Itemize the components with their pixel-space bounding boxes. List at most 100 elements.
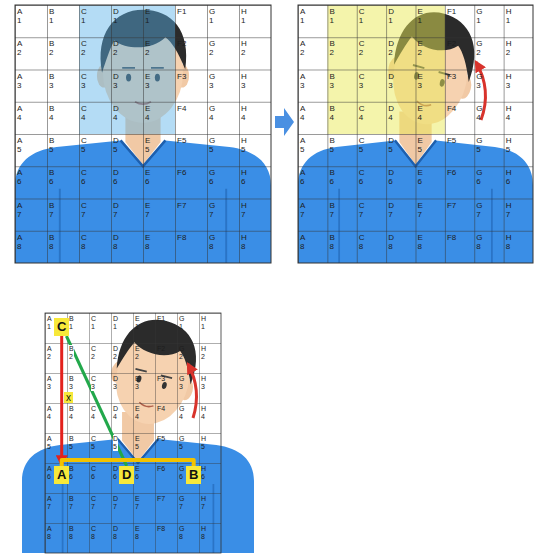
grid-cell-label: H 1 — [241, 7, 247, 25]
grid-cell-label: E 5 — [135, 435, 140, 451]
grid-cell-label: F2 — [447, 39, 456, 48]
grid-cell-label: D 7 — [113, 495, 118, 511]
grid-cell-label: H 7 — [201, 495, 206, 511]
grid-cell-label: H 6 — [506, 168, 512, 186]
grid-cell-label: D 3 — [113, 375, 118, 391]
grid-cell-label: A 8 — [300, 233, 305, 251]
grid-cell-label: H 3 — [506, 72, 512, 90]
grid-cell-label: G 5 — [476, 136, 482, 154]
grid-cell-label: G 8 — [476, 233, 482, 251]
grid-cell-label: E 6 — [418, 168, 423, 186]
grid-cell-label: B 6 — [69, 465, 74, 481]
grid-cell-label: E 5 — [145, 136, 150, 154]
grid-cell-label: F7 — [177, 201, 186, 210]
grid-cell-label: F6 — [447, 168, 456, 177]
grid-cell-label: E 4 — [418, 104, 423, 122]
grid-cell-label: D 3 — [388, 72, 394, 90]
grid-cell-label: B 8 — [329, 233, 334, 251]
grid-cell-label: F6 — [157, 465, 165, 473]
grid-border — [298, 5, 533, 263]
grid-cell-label: C 7 — [81, 201, 87, 219]
grid-cell-label: H 4 — [241, 104, 247, 122]
grid-cell-label: H 4 — [506, 104, 512, 122]
grid-cell-label: F1 — [157, 315, 165, 323]
point-letter: B — [189, 467, 198, 482]
grid-cell-label: A 2 — [47, 345, 51, 361]
grid-cell-label: C 8 — [359, 233, 365, 251]
grid-cell-label: F5 — [447, 136, 456, 145]
grid-cell-label: H 3 — [201, 375, 206, 391]
grid-cell-label: B 7 — [49, 201, 54, 219]
grid-cell-label: E 3 — [418, 72, 423, 90]
grid-cell-label: H 6 — [241, 168, 247, 186]
grid-cell-label: C 3 — [359, 72, 365, 90]
grid-cell-label: F3 — [177, 72, 186, 81]
grid-cell-label: F5 — [157, 435, 165, 443]
grid-cell-label: A 1 — [47, 315, 51, 331]
grid-cell-label: E 2 — [418, 39, 423, 57]
grid-cell-label: G 3 — [179, 375, 184, 391]
grid-cell-label: F4 — [177, 104, 186, 113]
grid-cell-label: H 8 — [241, 233, 247, 251]
grid-cell-label: E 6 — [135, 465, 140, 481]
grid-cell-label: E 4 — [145, 104, 150, 122]
grid-cell-label: A 8 — [17, 233, 22, 251]
grid-cell-label: A 7 — [300, 201, 305, 219]
grid-cell-label: G 3 — [209, 72, 215, 90]
grid-cell-label: E 6 — [145, 168, 150, 186]
grid-cell-label: C 5 — [359, 136, 365, 154]
grid-cell-label: C 3 — [81, 72, 87, 90]
grid-cell-label: A 6 — [17, 168, 22, 186]
grid-cell-label: G 6 — [179, 465, 184, 481]
grid-cell-label: E 3 — [145, 72, 150, 90]
grid-cell-label: H 8 — [506, 233, 512, 251]
grid-cell-label: B 8 — [49, 233, 54, 251]
grid-cell-label: A 2 — [300, 39, 305, 57]
grid-cell-label: C 2 — [91, 345, 96, 361]
grid-cell-label: H 2 — [506, 39, 512, 57]
step-arrow — [275, 108, 294, 136]
point-marker: A — [54, 466, 69, 484]
grid-cell-label: H 5 — [506, 136, 512, 154]
point-letter: A — [57, 467, 66, 482]
grid-cell-label: C 3 — [91, 375, 96, 391]
grid-cell-label: H 3 — [241, 72, 247, 90]
grid-cell-label: G 4 — [209, 104, 215, 122]
grid-cell-label: G 3 — [476, 72, 482, 90]
grid-cell-label: H 8 — [201, 525, 206, 541]
grid-cell-label: F7 — [447, 201, 456, 210]
grid-cell-label: C 1 — [91, 315, 96, 331]
grid-cell-label: E 8 — [135, 525, 140, 541]
grid-cell-label: A 2 — [17, 39, 22, 57]
grid-cell-label: F8 — [157, 525, 165, 533]
grid-cell-label: E 2 — [145, 39, 150, 57]
grid-cell-label: A 6 — [300, 168, 305, 186]
grid-cell-label: H 5 — [241, 136, 247, 154]
grid-cell-label: B 2 — [49, 39, 54, 57]
grid-cell-label: E 2 — [135, 345, 140, 361]
grid-cell-label: G 7 — [179, 495, 184, 511]
grid-cell-label: B 4 — [329, 104, 334, 122]
grid-cell-label: E 8 — [145, 233, 150, 251]
grid-cell-label: B 6 — [49, 168, 54, 186]
grid-cell-label: C 4 — [359, 104, 365, 122]
grid-lines — [298, 5, 533, 263]
grid-cell-label: G 1 — [476, 7, 482, 25]
grid-cell-label: F1 — [177, 7, 186, 16]
grid-cell-label: D 5 — [113, 136, 119, 154]
point-marker: B — [186, 466, 201, 484]
grid-cell-label: F1 — [447, 7, 456, 16]
grid-cell-label: H 2 — [201, 345, 206, 361]
grid-cell-label: D 8 — [113, 525, 118, 541]
grid-cell-label: A 3 — [17, 72, 22, 90]
grid-cell-label: C 2 — [359, 39, 365, 57]
grid-cell-label: A 4 — [300, 104, 305, 122]
grid-cell-label: E 4 — [135, 405, 140, 421]
grid-cell-label: E 1 — [418, 7, 423, 25]
grid-cell-label: B 1 — [69, 315, 74, 331]
grid-cell-label: D 4 — [113, 104, 119, 122]
grid-cell-label: H 5 — [201, 435, 206, 451]
point-marker: C — [54, 318, 69, 336]
grid-cell-label: D 6 — [388, 168, 394, 186]
